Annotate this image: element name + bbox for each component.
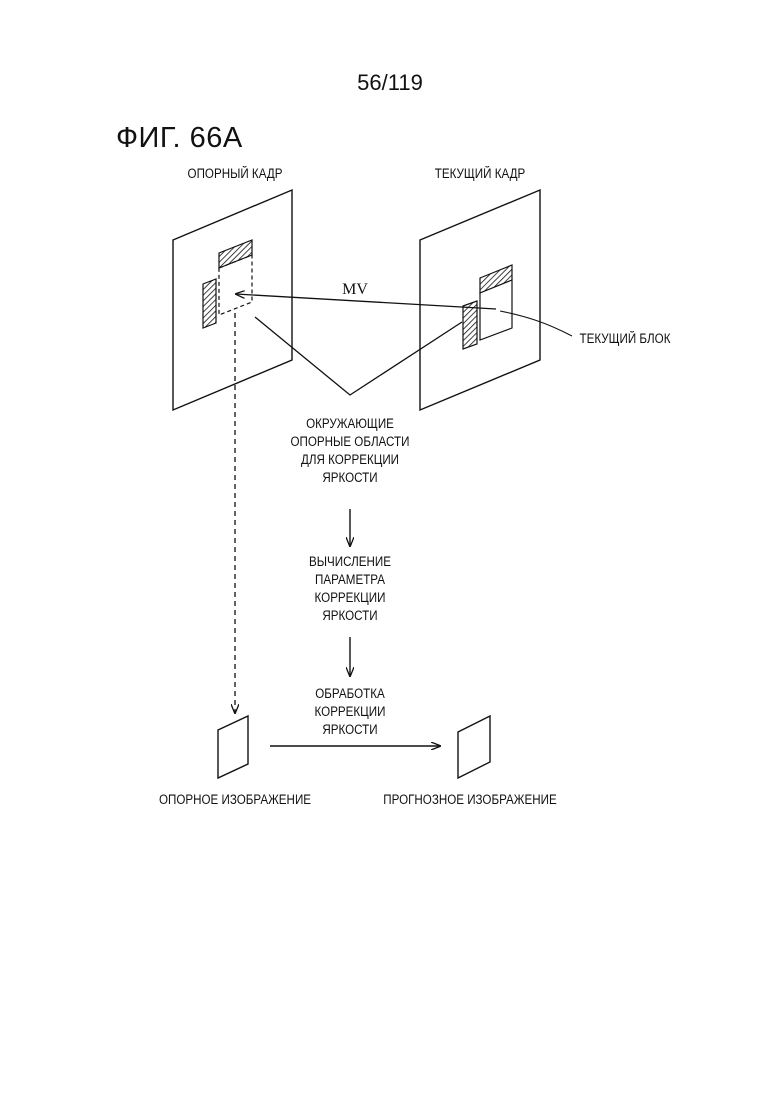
reference-image [218,716,248,778]
ref-left-neighbor [203,279,216,328]
step-correction-processing: ОБРАБОТКА КОРРЕКЦИИ ЯРКОСТИ [264,685,436,739]
current-frame-label: ТЕКУЩИЙ КАДР [407,165,553,183]
prediction-image-label: ПРОГНОЗНОЕ ИЗОБРАЖЕНИЕ [371,791,569,809]
prediction-image [458,716,490,778]
surrounding-regions-bracket [255,317,462,395]
ref-top-neighbor [219,240,252,268]
reference-frame [173,190,292,410]
step-surrounding-regions: ОКРУЖАЮЩИЕ ОПОРНЫЕ ОБЛАСТИ ДЛЯ КОРРЕКЦИИ… [264,415,436,487]
reference-frame-label: ОПОРНЫЙ КАДР [162,165,308,183]
step-compute-parameter: ВЫЧИСЛЕНИЕ ПАРАМЕТРА КОРРЕКЦИИ ЯРКОСТИ [264,553,436,625]
motion-vector-label: MV [325,281,385,299]
reference-image-label: ОПОРНОЕ ИЗОБРАЖЕНИЕ [136,791,334,809]
current-block-label: ТЕКУЩИЙ БЛОК [565,330,685,348]
